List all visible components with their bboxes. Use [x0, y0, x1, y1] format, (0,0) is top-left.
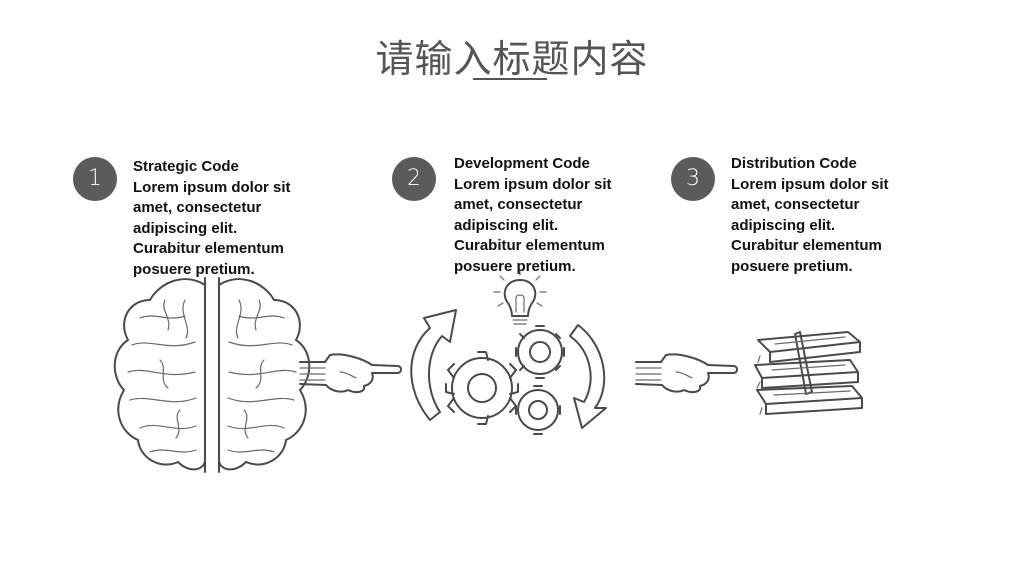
step-heading: Distribution Code — [731, 155, 857, 172]
step-body: Lorem ipsum dolor sit amet, consectetur … — [133, 178, 291, 278]
step-body: Lorem ipsum dolor sit amet, consectetur … — [731, 175, 889, 275]
pointing-hand-icon — [635, 353, 738, 394]
step-number-badge: 2 — [392, 157, 436, 201]
money-stack-icon — [754, 331, 863, 415]
step-text-block: Strategic Code Lorem ipsum dolor sit ame… — [133, 157, 303, 280]
step-text-block: Development Code Lorem ipsum dolor sit a… — [454, 154, 624, 277]
title-underline — [473, 78, 547, 80]
step-number-badge: 3 — [671, 157, 715, 201]
step-heading: Development Code — [454, 155, 590, 172]
step-heading: Strategic Code — [133, 158, 239, 175]
lightbulb-icon — [493, 269, 547, 325]
step-text-block: Distribution Code Lorem ipsum dolor sit … — [731, 154, 901, 277]
brain-icon — [113, 277, 311, 473]
slide-title: 请输入标题内容 — [375, 37, 649, 81]
pointing-hand-icon — [299, 353, 402, 394]
step-body: Lorem ipsum dolor sit amet, consectetur … — [454, 175, 612, 275]
gears-cycle-icon — [410, 309, 607, 435]
step-number-badge: 1 — [73, 157, 117, 201]
